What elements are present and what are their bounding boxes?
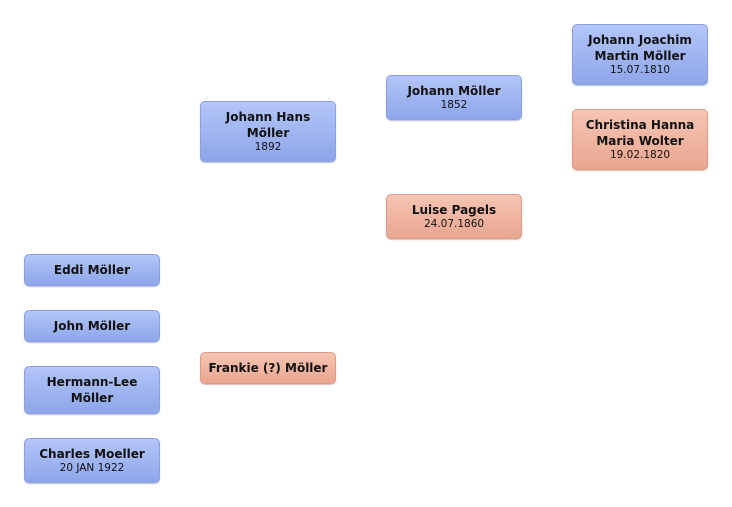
person-name: Eddi Möller bbox=[53, 263, 131, 277]
person-name: Johann Hans Möller bbox=[225, 110, 311, 140]
person-date: 20 JAN 1922 bbox=[59, 462, 125, 474]
person-box-johann-joachim-martin-moller[interactable]: Johann Joachim Martin Möller 15.07.1810 bbox=[572, 24, 708, 85]
person-name: John Möller bbox=[53, 319, 131, 333]
person-name: Charles Moeller bbox=[39, 447, 145, 461]
person-box-frankie-moller[interactable]: Frankie (?) Möller bbox=[200, 352, 336, 384]
person-name: Christina Hanna Maria Wolter bbox=[585, 118, 695, 148]
person-box-luise-pagels[interactable]: Luise Pagels 24.07.1860 bbox=[386, 194, 522, 239]
person-name: Luise Pagels bbox=[411, 203, 497, 217]
person-name: Hermann-Lee Möller bbox=[46, 375, 138, 405]
person-name: Johann Möller bbox=[407, 84, 501, 98]
person-date: 19.02.1820 bbox=[609, 149, 671, 161]
person-name: Frankie (?) Möller bbox=[208, 361, 328, 375]
person-box-christina-hanna-maria-wolter[interactable]: Christina Hanna Maria Wolter 19.02.1820 bbox=[572, 109, 708, 170]
person-date: 1892 bbox=[254, 141, 282, 153]
person-box-johann-hans-moller[interactable]: Johann Hans Möller 1892 bbox=[200, 101, 336, 162]
person-date: 15.07.1810 bbox=[609, 64, 671, 76]
person-date: 24.07.1860 bbox=[423, 218, 485, 230]
person-box-charles-moeller[interactable]: Charles Moeller 20 JAN 1922 bbox=[24, 438, 160, 483]
person-name: Johann Joachim Martin Möller bbox=[588, 33, 692, 63]
person-box-john-moller[interactable]: John Möller bbox=[24, 310, 160, 342]
person-box-johann-moller[interactable]: Johann Möller 1852 bbox=[386, 75, 522, 120]
person-box-eddi-moller[interactable]: Eddi Möller bbox=[24, 254, 160, 286]
person-date: 1852 bbox=[440, 99, 468, 111]
person-box-hermann-lee-moller[interactable]: Hermann-Lee Möller bbox=[24, 366, 160, 414]
